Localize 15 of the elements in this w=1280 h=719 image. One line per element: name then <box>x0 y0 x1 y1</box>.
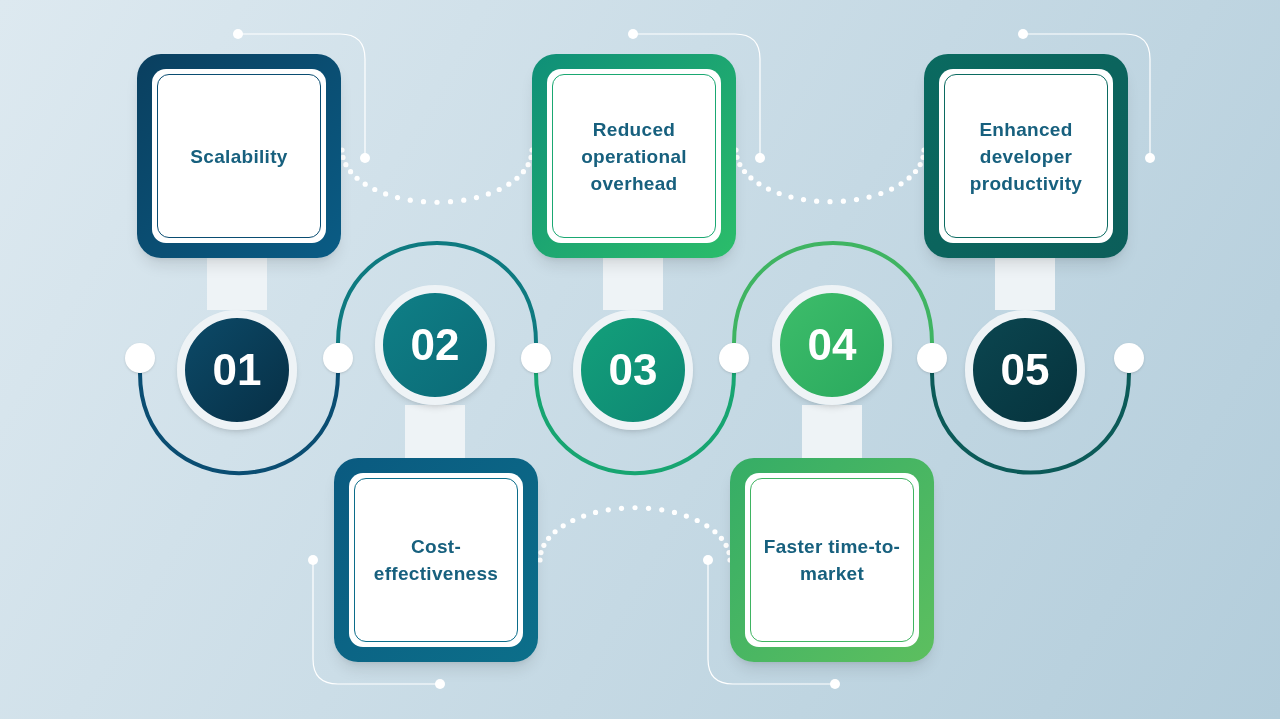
card-title: Enhanced developer productivity <box>968 117 1084 196</box>
feature-card <box>532 54 736 258</box>
arc-line <box>930 372 1131 475</box>
arc-line <box>534 372 736 475</box>
feature-card <box>137 54 341 258</box>
feature-card <box>730 458 934 662</box>
card-title: Cost-effectiveness <box>372 535 500 586</box>
feature-card <box>334 458 538 662</box>
arc-line <box>732 241 934 344</box>
card-title: Reduced operational overhead <box>580 117 688 196</box>
card-title: Scalability <box>190 144 288 169</box>
feature-card <box>924 54 1128 258</box>
arc-line <box>336 241 538 344</box>
arc-line <box>138 372 340 475</box>
card-title: Faster time-to-market <box>762 535 902 586</box>
